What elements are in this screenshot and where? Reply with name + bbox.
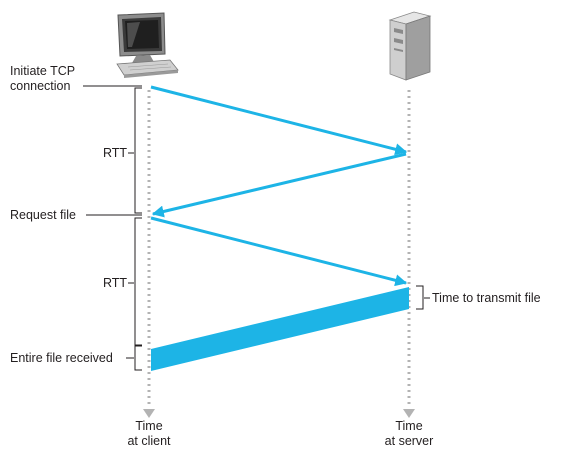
transmit-bracket	[416, 286, 423, 309]
client-time-label: Time at client	[119, 419, 179, 449]
rtt1-label: RTT	[103, 146, 127, 161]
entire-bracket	[135, 346, 142, 370]
initiate-label-line1: Initiate TCP	[10, 64, 75, 79]
request-arrow	[151, 218, 406, 283]
rtt1-bracket	[135, 88, 142, 213]
request-file-label: Request file	[10, 208, 76, 223]
server-timeline-arrow	[403, 409, 415, 418]
initiate-label-line2: connection	[10, 79, 75, 94]
desktop-computer-icon	[117, 13, 178, 78]
synack-arrow	[153, 154, 406, 214]
file-transmission-band	[151, 287, 409, 371]
entire-file-label: Entire file received	[10, 351, 113, 366]
transmit-label: Time to transmit file	[432, 291, 541, 306]
client-timeline-arrow	[143, 409, 155, 418]
server-time-line2: at server	[374, 434, 444, 449]
syn-arrow	[151, 87, 406, 152]
server-time-line1: Time	[374, 419, 444, 434]
rtt2-label: RTT	[103, 276, 127, 291]
initiate-label: Initiate TCP connection	[10, 64, 75, 94]
server-time-label: Time at server	[374, 419, 444, 449]
client-time-line2: at client	[119, 434, 179, 449]
client-time-line1: Time	[119, 419, 179, 434]
server-tower-icon	[390, 12, 430, 80]
rtt2-bracket	[135, 218, 142, 345]
